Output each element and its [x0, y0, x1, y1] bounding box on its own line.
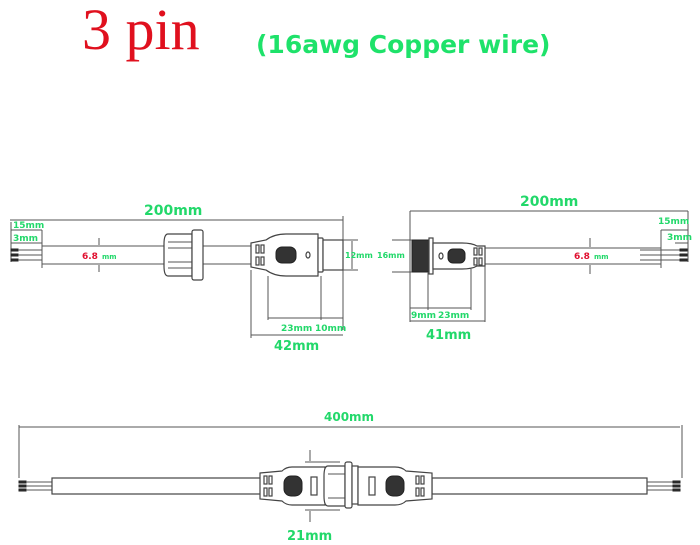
male-grip-rib-2	[260, 244, 265, 254]
male-plug-tip	[322, 239, 344, 271]
assembled-cable-drawing: 400mm	[18, 410, 683, 544]
assembled-left-grip-rib-2	[268, 475, 273, 485]
male-connector-diameter-label: 12mm	[345, 251, 373, 260]
assembled-right-wire-tip-1	[672, 480, 681, 484]
assembled-right-grip-pad	[385, 475, 405, 497]
male-grip-pad	[275, 246, 297, 264]
assembled-left-grip-rib-1	[263, 475, 268, 485]
female-grip-rib-2	[478, 247, 483, 256]
assembled-lock-nut	[323, 465, 346, 507]
assembled-thread-ring	[351, 465, 359, 505]
female-alignment-dot	[438, 252, 444, 260]
male-wire-tip-2	[10, 253, 19, 257]
male-connector-length-label: 42mm	[274, 339, 319, 354]
male-wire-tip-3	[10, 258, 19, 262]
female-tin-length-label: 3mm	[667, 233, 692, 243]
female-wire-tip-2	[679, 253, 688, 257]
female-strip-length-label: 15mm	[658, 217, 689, 227]
title-pin-count: 3 pin	[82, 0, 200, 62]
assembled-right-grip-rib-4	[420, 487, 425, 497]
assembled-left-wire-tip-3	[18, 488, 27, 492]
female-wire-tip-1	[679, 248, 688, 252]
assembled-total-length-label: 400mm	[324, 410, 374, 424]
assembled-left-cable	[51, 477, 263, 495]
assembled-left-wire-tip-2	[18, 484, 27, 488]
male-wire-tip-1	[10, 248, 19, 252]
male-collar	[317, 237, 324, 273]
assembled-right-grip-rib-2	[420, 475, 425, 485]
female-cable-diameter-value: 6.8	[574, 252, 590, 262]
male-grip-rib-3	[255, 256, 260, 266]
male-strip-length-label: 15mm	[13, 221, 44, 231]
title-row: 3 pin (16awg Copper wire)	[0, 0, 700, 80]
male-grip-rib-4	[260, 256, 265, 266]
male-nut-flange	[191, 229, 204, 281]
male-cable-diameter-unit: mm	[102, 253, 117, 261]
female-segment-a-label: 9mm	[411, 311, 436, 321]
assembled-left-grip-pad	[283, 475, 303, 497]
male-segment-a-label: 23mm	[281, 324, 312, 334]
female-threaded-section	[411, 239, 430, 273]
assembled-right-grip-rib-3	[415, 487, 420, 497]
female-grip-rib-4	[478, 257, 483, 266]
assembled-right-grip-rib-1	[415, 475, 420, 485]
assembled-right-wire-tip-3	[672, 488, 681, 492]
assembled-nut-flange	[344, 461, 353, 509]
male-total-length-label: 200mm	[144, 203, 202, 219]
female-segment-b-label: 23mm	[438, 311, 469, 321]
female-cable-drawing: 200mm 15mm 3mm 6.8 mm 16mm	[377, 194, 692, 343]
male-cable-drawing: 200mm 15mm 3mm 6.8 mm	[10, 203, 373, 354]
title-wire-spec: (16awg Copper wire)	[256, 30, 551, 59]
male-segment-b-label: 10mm	[315, 324, 346, 334]
male-grip-rib-1	[255, 244, 260, 254]
male-lock-nut	[163, 233, 193, 277]
female-total-length-label: 200mm	[520, 194, 578, 210]
assembled-left-grip-rib-4	[268, 487, 273, 497]
male-tin-length-label: 3mm	[13, 234, 38, 244]
male-alignment-dot	[305, 251, 311, 259]
female-wire-tip-3	[679, 258, 688, 262]
assembled-left-grip-rib-3	[263, 487, 268, 497]
assembled-left-label-plate	[310, 476, 318, 496]
assembled-right-cable	[431, 477, 648, 495]
assembled-left-wire-tip-1	[18, 480, 27, 484]
assembled-connector-diameter-label: 21mm	[287, 529, 332, 544]
female-grip-pad	[447, 248, 466, 264]
assembled-right-label-plate	[368, 476, 376, 496]
female-cable-diameter-unit: mm	[594, 253, 609, 261]
male-cable-diameter-value: 6.8	[82, 252, 98, 262]
assembled-right-wire-tip-2	[672, 484, 681, 488]
female-grip-rib-3	[473, 257, 478, 266]
female-thread-diameter-label: 16mm	[377, 251, 405, 260]
female-connector-length-label: 41mm	[426, 328, 471, 343]
female-grip-rib-1	[473, 247, 478, 256]
